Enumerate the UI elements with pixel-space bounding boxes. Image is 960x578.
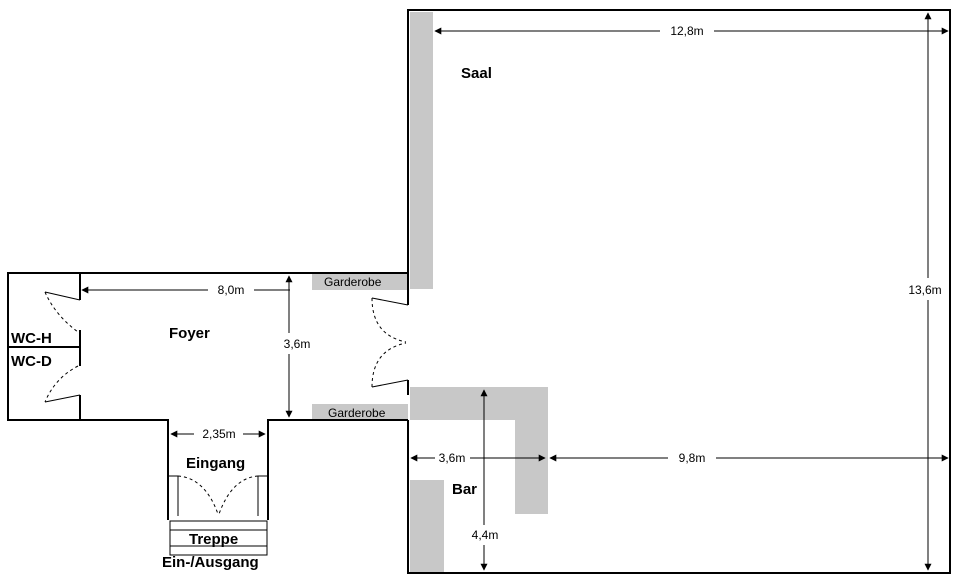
label-garderobe-top: Garderobe — [324, 275, 382, 289]
entrance-door-swing-right — [218, 475, 259, 515]
walls — [7, 9, 951, 574]
doors — [44, 291, 409, 516]
foyer-bottom-left-wall — [79, 395, 169, 520]
wc-d-door-leaf — [44, 394, 81, 403]
label-garderobe-bottom: Garderobe — [328, 406, 386, 420]
dim-label-saal-width: 12,8m — [670, 24, 703, 38]
saal-door-swing-bottom — [371, 342, 407, 388]
dim-label-bar-width: 3,6m — [439, 451, 466, 465]
foyer-bottom-wall — [267, 419, 408, 520]
dim-label-bar-depth: 4,4m — [472, 528, 499, 542]
room-label-treppe: Treppe — [189, 531, 238, 548]
room-labels: Saal Foyer WC-H WC-D Eingang Bar Treppe … — [11, 65, 492, 571]
saal-door-leaf-bottom — [371, 379, 409, 388]
room-label-bar: Bar — [452, 481, 477, 498]
dim-label-foyer-width: 8,0m — [218, 283, 245, 297]
room-label-foyer: Foyer — [169, 325, 210, 342]
saal-left-wall-bench — [410, 12, 433, 289]
dimension-labels: 12,8m 13,6m 8,0m 3,6m 2,35m 3,6m 9,8m 4,… — [202, 24, 941, 542]
dim-label-bar-to-wall: 9,8m — [679, 451, 706, 465]
saal-door-swing-top — [371, 297, 407, 343]
saal-outer-wall — [407, 9, 951, 574]
fixture-labels: Garderobe Garderobe — [324, 275, 386, 420]
stair-step-1 — [169, 520, 268, 531]
stair-step-3 — [169, 545, 268, 556]
stairs — [169, 520, 268, 556]
room-label-wc-h: WC-H — [11, 330, 52, 347]
saal-door-leaf-top — [371, 297, 409, 306]
garderobe-bottom-counter — [312, 404, 408, 421]
fixtures — [312, 12, 548, 572]
garderobe-top-counter — [312, 273, 408, 290]
entrance-door-swing-left — [177, 475, 219, 515]
dim-label-eingang-width: 2,35m — [202, 427, 235, 441]
room-label-ein-ausgang: Ein-/Ausgang — [162, 554, 259, 571]
dimension-lines — [81, 12, 949, 571]
dim-label-foyer-height: 3,6m — [284, 337, 311, 351]
room-label-wc-d: WC-D — [11, 353, 52, 370]
bar-back-counter — [410, 480, 444, 572]
wc-h-door-swing — [44, 291, 79, 333]
dim-label-saal-height: 13,6m — [908, 283, 941, 297]
wc-h-door-leaf — [44, 291, 81, 301]
bar-counter-side — [515, 387, 548, 514]
room-label-saal: Saal — [461, 65, 492, 82]
wc-h-door-swing-lower — [44, 365, 79, 403]
room-label-eingang: Eingang — [186, 455, 245, 472]
